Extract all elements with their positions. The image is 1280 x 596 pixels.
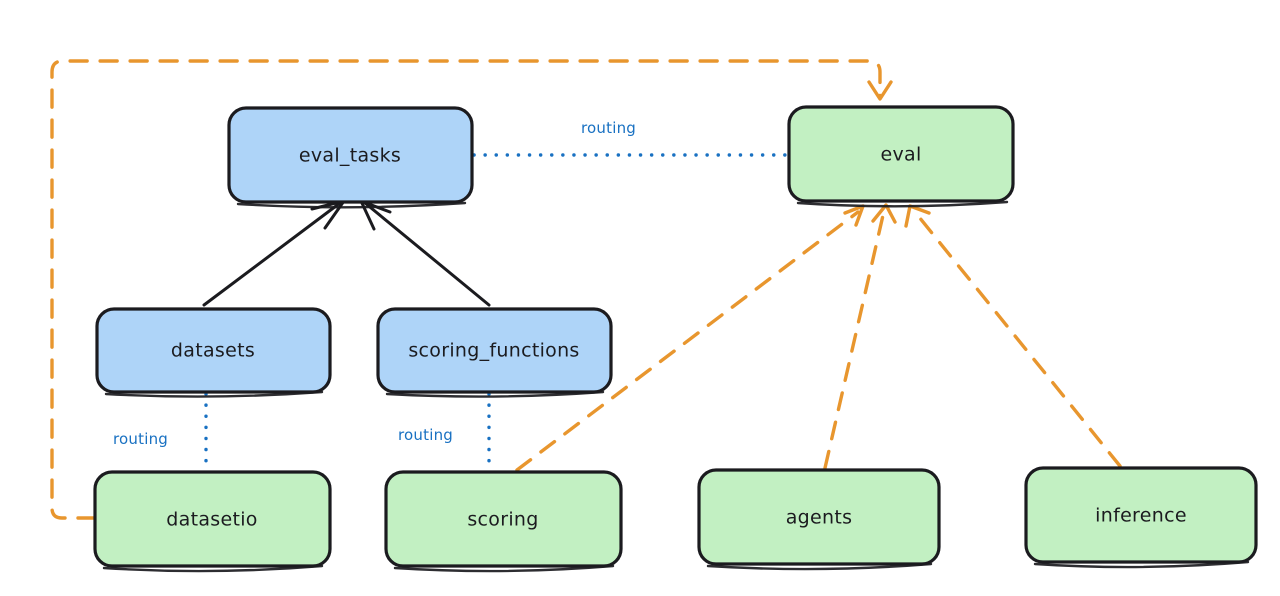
node-label-inference: inference <box>1095 505 1187 527</box>
node-label-agents: agents <box>786 507 853 529</box>
node-datasetio[interactable]: datasetio <box>93 470 332 573</box>
edge-datasetio-eval <box>50 59 893 520</box>
node-label-datasets: datasets <box>171 340 255 362</box>
edge-label-routing-top: routing <box>581 119 636 137</box>
edge-label-routing-scoring-functions: routing <box>398 426 453 444</box>
node-scoring_functions[interactable]: scoring_functions <box>376 307 613 398</box>
node-label-scoring: scoring <box>467 509 538 531</box>
node-eval_tasks[interactable]: eval_tasks <box>227 106 474 209</box>
node-label-eval_tasks: eval_tasks <box>299 145 401 167</box>
node-datasets[interactable]: datasets <box>95 307 332 398</box>
node-eval[interactable]: eval <box>787 105 1015 208</box>
node-label-eval: eval <box>880 144 921 166</box>
node-label-scoring_functions: scoring_functions <box>408 340 579 362</box>
node-scoring[interactable]: scoring <box>384 470 623 573</box>
node-label-datasetio: datasetio <box>166 509 257 531</box>
node-agents[interactable]: agents <box>697 468 941 571</box>
edge-label-routing-datasets: routing <box>113 430 168 448</box>
node-inference[interactable]: inference <box>1024 466 1258 569</box>
edge-agents-eval <box>823 203 897 470</box>
